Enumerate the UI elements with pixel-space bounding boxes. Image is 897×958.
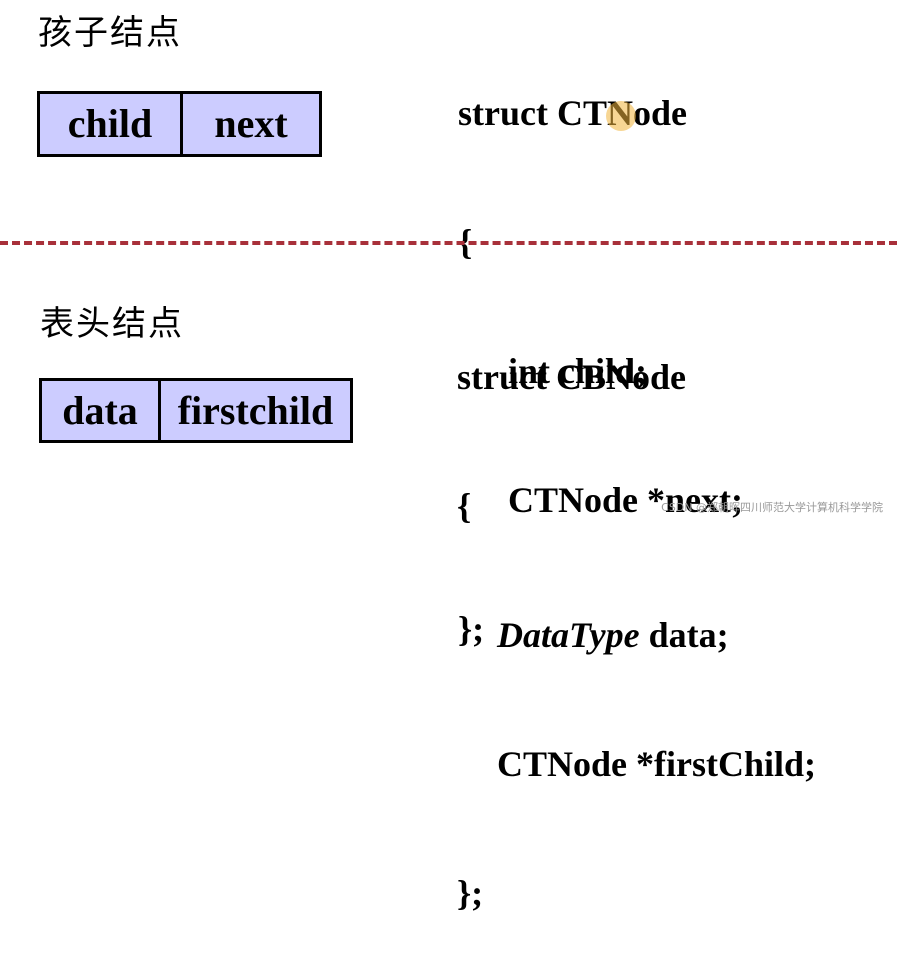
firstchild-field: firstchild — [158, 381, 350, 440]
child-node-box: child next — [37, 91, 322, 157]
cbnode-code: struct CBNode { DataType data; CTNode *f… — [457, 270, 816, 958]
child-field: child — [67, 101, 153, 146]
cbnode-data-line: DataType data; — [457, 614, 816, 657]
cbnode-close-brace: }; — [457, 873, 484, 913]
header-node-box: data firstchild — [39, 378, 353, 443]
next-field: next — [180, 94, 319, 154]
section-divider — [0, 241, 897, 245]
datatype-keyword: DataType — [497, 615, 640, 655]
cbnode-open-brace: { — [457, 486, 472, 526]
cursor-highlight — [606, 101, 636, 131]
watermark: CSDN @郑朝晖四川师范大学计算机科学学院 — [661, 501, 883, 514]
ctnode-child-line: int child; — [508, 351, 648, 391]
child-node-label: 孩子结点 — [38, 13, 182, 53]
header-node-label: 表头结点 — [40, 304, 184, 344]
data-field: data — [62, 387, 138, 433]
cbnode-struct-line: struct CBNode — [457, 357, 686, 397]
cbnode-firstchild-line: CTNode *firstChild; — [497, 744, 817, 784]
ctnode-next-line: CTNode *next; — [508, 480, 743, 520]
ctnode-struct-line: struct CTNode — [458, 93, 687, 133]
data-member-name: data; — [639, 615, 729, 655]
